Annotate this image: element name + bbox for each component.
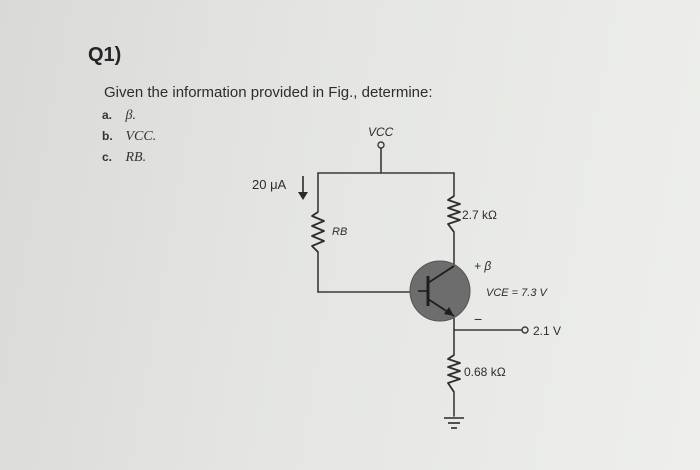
minus-label: −: [474, 311, 482, 327]
current-arrow-icon: [298, 176, 308, 200]
question-number: Q1): [88, 44, 122, 66]
item-label: a.: [102, 108, 113, 122]
re-resistor-icon: [447, 354, 461, 393]
list-item: b. VCC.: [102, 129, 156, 145]
item-value: RB.: [125, 150, 147, 165]
transistor-icon: [409, 260, 471, 322]
ve-label: 2.1 V: [533, 324, 561, 338]
vcc-label: VCC: [368, 125, 394, 139]
rc-label: 2.7 kΩ: [462, 208, 497, 222]
rb-label: RB: [332, 226, 347, 238]
rc-resistor-icon: [447, 195, 461, 233]
rb-resistor-icon: [311, 211, 325, 253]
beta-label: + β: [474, 259, 491, 273]
item-value: VCC.: [125, 129, 157, 144]
list-item: c. RB.: [102, 150, 146, 166]
question-prompt: Given the information provided in Fig., …: [104, 84, 433, 101]
ve-terminal-icon: [521, 326, 529, 334]
vcc-terminal-icon: [377, 141, 385, 149]
ib-label: 20 μA: [252, 177, 287, 192]
vce-label: VCE = 7.3 V: [486, 287, 549, 299]
item-value: β.: [125, 108, 136, 123]
re-label: 0.68 kΩ: [464, 365, 506, 379]
list-item: a. β.: [102, 108, 136, 124]
item-label: b.: [102, 129, 113, 143]
ground-icon: [444, 417, 464, 429]
item-label: c.: [102, 150, 113, 164]
